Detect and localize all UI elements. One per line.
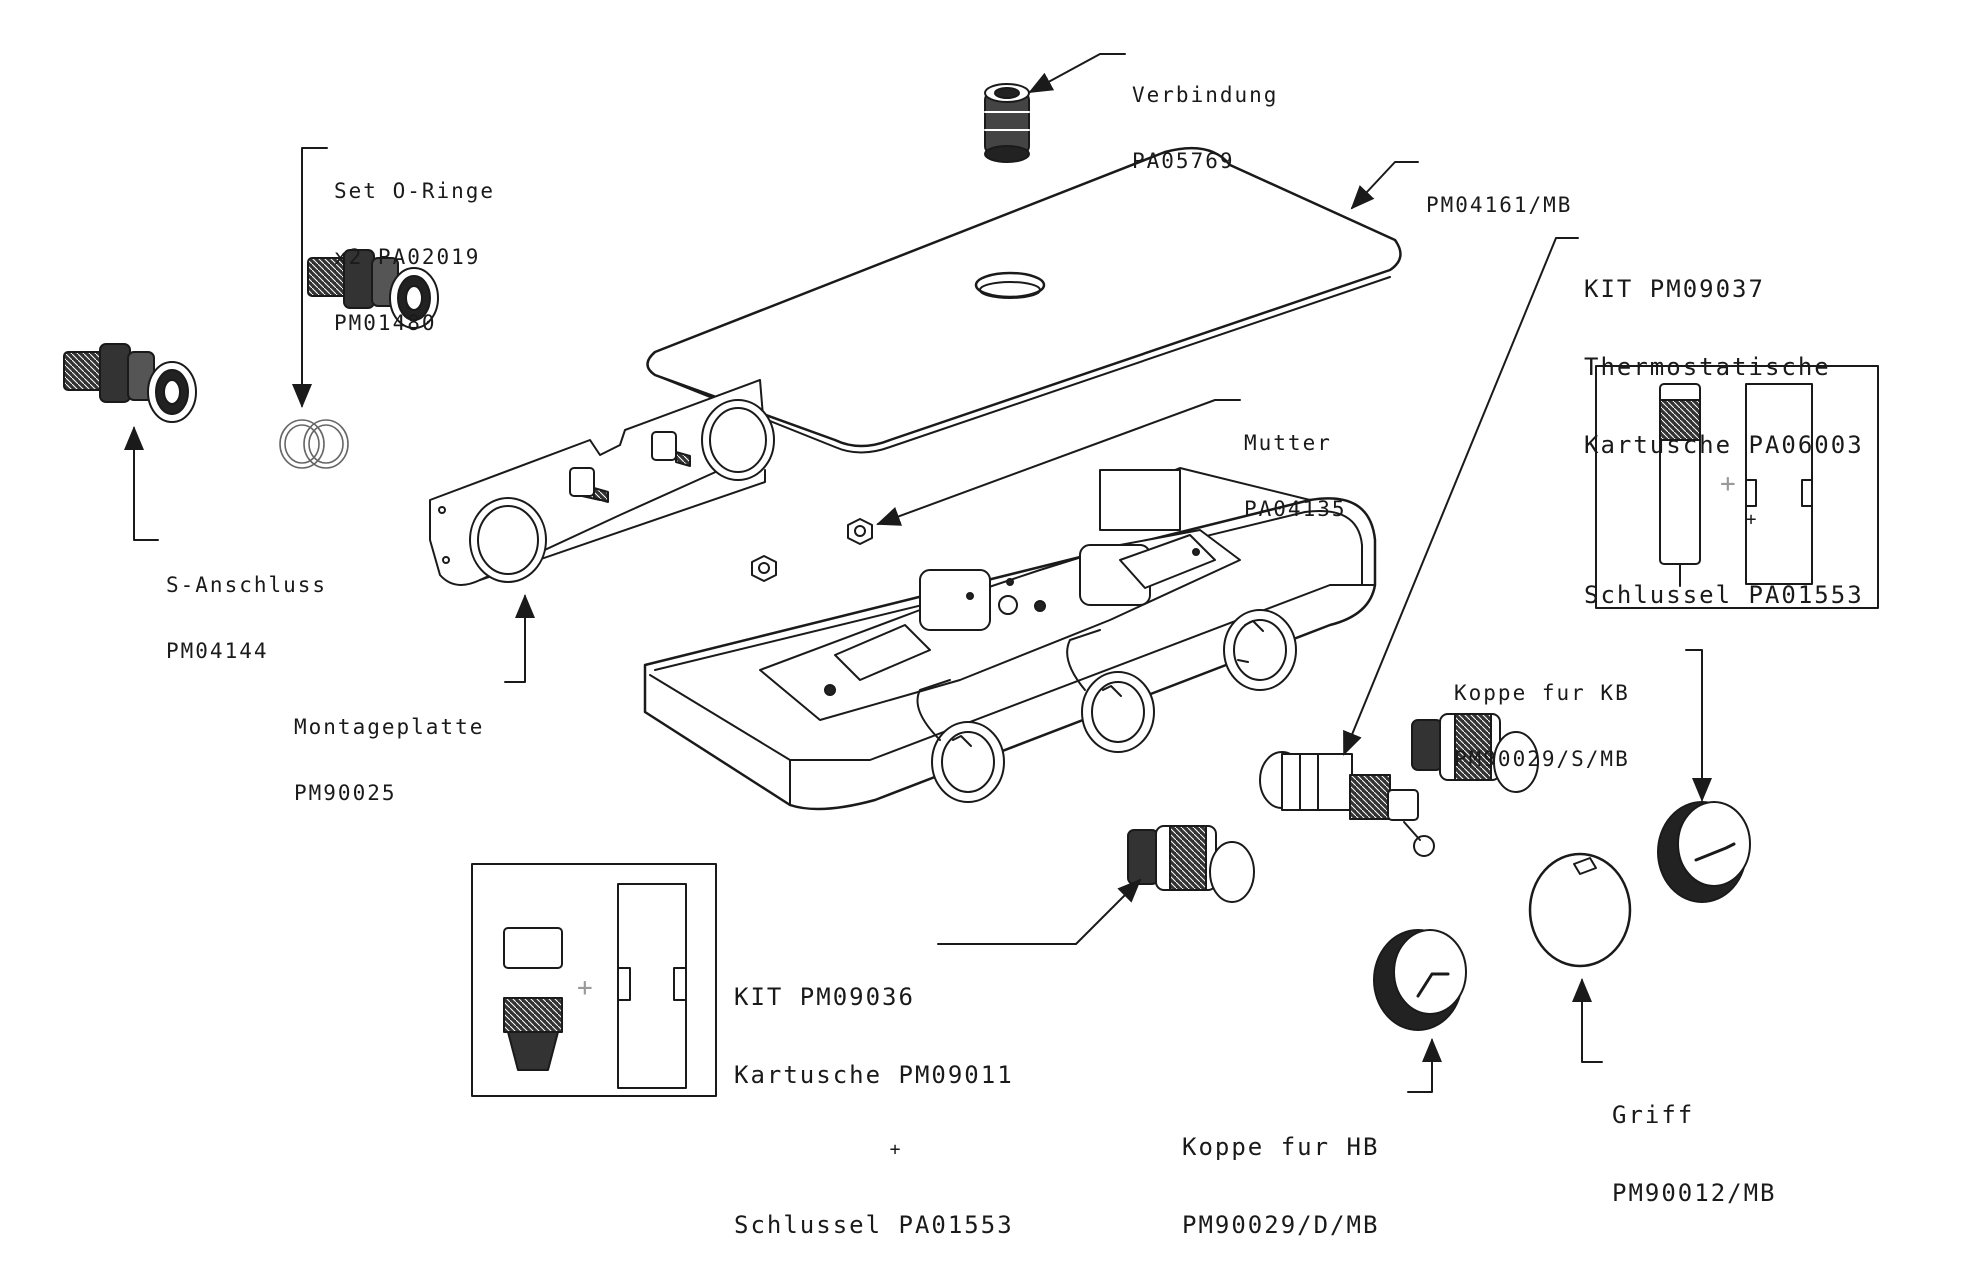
leader-kit-kartusche (937, 878, 1142, 945)
label-oringe-line1: Set O-Ringe (334, 179, 496, 203)
cover-plate (646, 146, 1402, 454)
label-cover-code: PM04161/MB (1426, 193, 1573, 217)
diagram-artwork: + + (63, 53, 1879, 1097)
thermostatic-cartridge-part (1259, 751, 1435, 857)
label-sanschluss: S-Anschluss PM04144 (166, 530, 327, 684)
label-koppe-kb-name: Koppe fur KB (1454, 681, 1630, 705)
o-rings (279, 419, 349, 469)
label-kit-thermo-plus: + (1745, 509, 1759, 530)
valve-housing (643, 467, 1377, 811)
label-sanschluss-code: PM04144 (166, 639, 269, 663)
griff-knob (1528, 852, 1632, 968)
label-kit-thermo-line4: Schlussel PA01553 (1584, 581, 1864, 609)
label-kit-kartusche-plus: + (889, 1139, 903, 1160)
label-montageplatte-code: PM90025 (294, 781, 397, 805)
label-kit-thermo-line2: Thermostatische (1584, 353, 1831, 381)
label-cover: PM04161/MB (1426, 150, 1572, 238)
label-koppe-hb-name: Koppe fur HB (1182, 1133, 1380, 1161)
label-verbindung-name: Verbindung (1132, 83, 1279, 107)
label-kit-thermo-line3: Kartusche PA06003 (1584, 431, 1864, 459)
label-kit-kartusche-line3: Schlussel PA01553 (734, 1211, 1014, 1239)
exploded-parts-diagram: + + Verbindung PA05769 Set O-Rin (63, 40, 1920, 1238)
label-kit-kartusche-line1: KIT PM09036 (734, 983, 915, 1011)
label-mutter-name: Mutter (1244, 431, 1332, 455)
leader-kit-thermo (1343, 237, 1579, 756)
label-mutter-code: PA04135 (1244, 497, 1347, 521)
label-griff: Griff PM90012/MB (1612, 1050, 1777, 1232)
leader-montageplatte (504, 594, 535, 683)
leader-verbindung (1028, 53, 1126, 93)
label-montageplatte: Montageplatte PM90025 (294, 672, 484, 826)
mounting-plate (429, 379, 775, 586)
label-kit-thermo: KIT PM09037 Thermostatische Kartusche PA… (1584, 224, 1920, 634)
kartusche-cartridge-part (1127, 825, 1255, 903)
label-oringe-line3: PM01480 (334, 311, 437, 335)
verbindung-part (984, 83, 1030, 163)
label-oringe: Set O-Ringe x2 PA02019 PM01480 (334, 136, 495, 356)
svg-text:+: + (1720, 469, 1736, 499)
label-kit-thermo-line1: KIT PM09037 (1584, 275, 1765, 303)
leader-mutter (876, 399, 1241, 526)
label-kit-kartusche-line2: Kartusche PM09011 (734, 1061, 1014, 1089)
label-koppe-kb: Koppe fur KB PM90029/S/MB (1454, 638, 1630, 792)
koppe-hb-knob (1373, 929, 1467, 1031)
label-koppe-hb: Koppe fur HB PM90029/D/MB (1182, 1082, 1379, 1264)
inset-box-thermostatic-kit: + (1595, 365, 1879, 609)
label-verbindung-code: PA05769 (1132, 149, 1235, 173)
label-griff-code: PM90012/MB (1612, 1179, 1777, 1207)
label-montageplatte-name: Montageplatte (294, 715, 485, 739)
label-kit-kartusche: KIT PM09036 Kartusche PM09011 + Schlusse… (734, 932, 1058, 1264)
leader-sanschluss (124, 426, 159, 541)
label-koppe-hb-code: PM90029/D/MB (1182, 1211, 1380, 1239)
o-ring-fitting-part (307, 249, 439, 329)
inset-box-kartusche-kit: + (471, 863, 717, 1097)
label-koppe-kb-code: PM90029/S/MB (1454, 747, 1630, 771)
label-oringe-line2: x2 PA02019 (334, 245, 481, 269)
label-griff-name: Griff (1612, 1101, 1695, 1129)
label-verbindung: Verbindung PA05769 (1132, 40, 1278, 194)
s-anschluss-part (63, 343, 197, 423)
leader-koppe-kb (1685, 649, 1712, 802)
label-sanschluss-name: S-Anschluss (166, 573, 328, 597)
leader-griff (1572, 978, 1603, 1063)
koppe-kb-knob (1657, 801, 1751, 903)
leader-koppe-hb (1407, 1038, 1442, 1093)
svg-text:+: + (577, 973, 593, 1003)
leader-oringe (292, 147, 328, 408)
kartusche-cartridge-2-part (1411, 713, 1539, 793)
leader-cover (1350, 161, 1419, 210)
label-mutter: Mutter PA04135 (1244, 388, 1347, 542)
nut-part (751, 518, 873, 582)
